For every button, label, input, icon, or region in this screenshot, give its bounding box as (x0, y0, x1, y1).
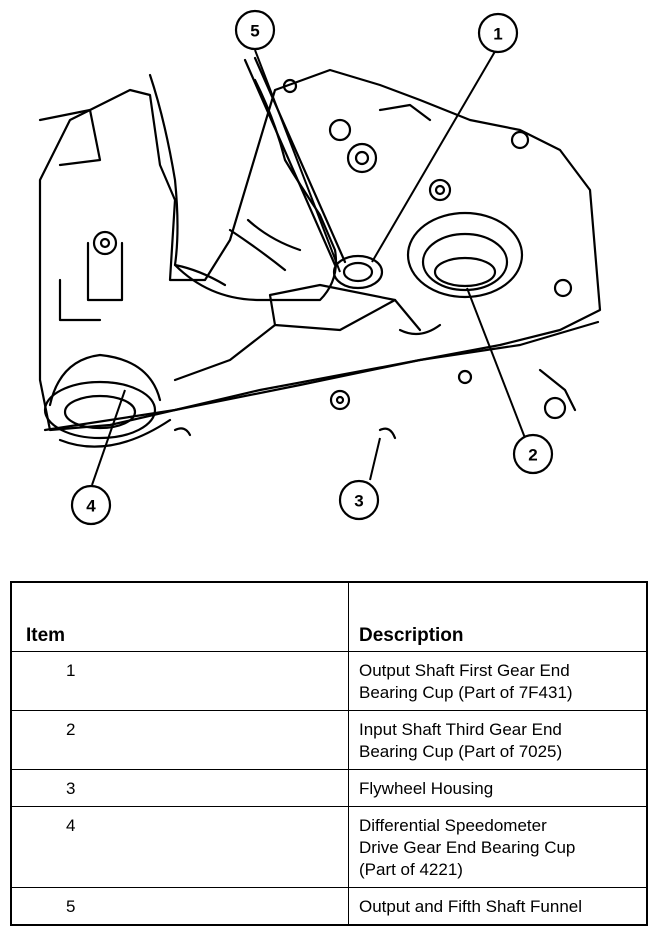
callout-4 (70, 484, 112, 526)
item-description: Output Shaft First Gear End Bearing Cup … (348, 651, 648, 711)
description-line: Input Shaft Third Gear End (359, 720, 562, 739)
housing-edge (43, 320, 600, 432)
item-header: Item (10, 581, 349, 652)
tool (243, 56, 347, 267)
shaft-funnel (268, 283, 397, 332)
description-header: Description (348, 581, 648, 652)
callout-1-label: 1 (493, 25, 502, 44)
legend-header-row: Item Description (10, 581, 648, 652)
input-shaft-bearing-cup (406, 211, 524, 299)
callout-3-label: 3 (354, 492, 363, 511)
description-line: Differential Speedometer (359, 816, 547, 835)
item-description: Flywheel Housing (348, 769, 648, 807)
description-line: (Part of 4221) (359, 860, 463, 879)
output-shaft-bearing-cup (332, 254, 384, 290)
item-number: 1 (10, 651, 349, 711)
description-line: Bearing Cup (Part of 7F431) (359, 683, 573, 702)
callout-2-label: 2 (528, 446, 537, 465)
item-number: 3 (10, 769, 349, 807)
callout-5-label: 5 (250, 22, 259, 41)
case-outline (38, 68, 602, 432)
item-number: 5 (10, 887, 349, 926)
description-line: Output and Fifth Shaft Funnel (359, 897, 583, 916)
callout-3 (338, 479, 380, 521)
hand (148, 73, 338, 302)
description-line: Drive Gear End Bearing Cup (359, 838, 576, 857)
callout-4-label: 4 (86, 497, 96, 516)
description-line: Flywheel Housing (359, 779, 494, 798)
table-row: 2 Input Shaft Third Gear End Bearing Cup… (10, 710, 648, 770)
description-line: Output Shaft First Gear End (359, 661, 570, 680)
transaxle-illustration: 5 1 2 3 4 (38, 9, 602, 526)
table-row: 1 Output Shaft First Gear End Bearing Cu… (10, 651, 648, 711)
table-row: 3 Flywheel Housing (10, 769, 648, 807)
item-number: 2 (10, 710, 349, 770)
legend-table: Item Description 1 Output Shaft First Ge… (10, 581, 648, 926)
differential-bearing-cup (43, 380, 157, 440)
item-number: 4 (10, 806, 349, 888)
callout-5 (234, 9, 276, 51)
callout-1 (477, 12, 519, 54)
item-description: Input Shaft Third Gear End Bearing Cup (… (348, 710, 648, 770)
callout-2 (512, 433, 554, 475)
description-line: Bearing Cup (Part of 7025) (359, 742, 563, 761)
table-row: 4 Differential Speedometer Drive Gear En… (10, 806, 648, 888)
item-description: Output and Fifth Shaft Funnel (348, 887, 648, 926)
item-description: Differential Speedometer Drive Gear End … (348, 806, 648, 888)
table-row: 5 Output and Fifth Shaft Funnel (10, 887, 648, 926)
